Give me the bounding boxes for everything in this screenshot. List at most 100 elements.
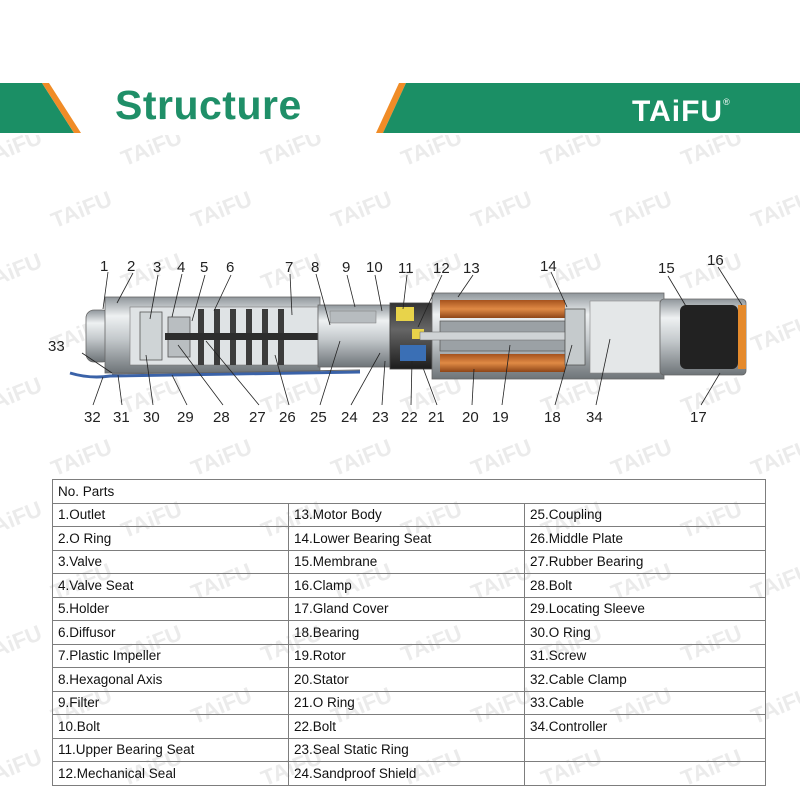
part-cell: 10.Bolt bbox=[52, 714, 289, 739]
part-cell bbox=[524, 737, 766, 762]
header-banner bbox=[0, 83, 800, 133]
part-cell bbox=[524, 761, 766, 786]
clamp bbox=[738, 305, 746, 369]
leader-lines bbox=[81, 266, 743, 406]
part-cell: 16.Clamp bbox=[288, 573, 525, 598]
membrane bbox=[680, 305, 738, 369]
seal-ring bbox=[400, 345, 426, 361]
part-cell: 3.Valve bbox=[52, 549, 289, 574]
part-cell: 32.Cable Clamp bbox=[524, 667, 766, 692]
watermark-logo: TAiFU bbox=[47, 186, 116, 233]
callout-14: 14 bbox=[540, 258, 557, 275]
part-cell: 18.Bearing bbox=[288, 620, 525, 645]
callout-12: 12 bbox=[433, 260, 450, 277]
part-cell: 13.Motor Body bbox=[288, 502, 525, 527]
callout-22: 22 bbox=[401, 409, 418, 426]
part-cell: 14.Lower Bearing Seat bbox=[288, 526, 525, 551]
page-title: Structure bbox=[115, 82, 302, 128]
filter-mesh bbox=[329, 310, 377, 324]
part-cell: 17.Gland Cover bbox=[288, 596, 525, 621]
table-header-row: No. Parts bbox=[52, 479, 766, 504]
watermark-logo: TAiFU bbox=[607, 186, 676, 233]
watermark-logo: TAiFU bbox=[677, 135, 746, 171]
watermark-logo: TAiFU bbox=[0, 620, 46, 667]
hexagonal-axis bbox=[165, 333, 365, 340]
watermark-logo: TAiFU bbox=[0, 135, 46, 171]
watermark-logo: TAiFU bbox=[327, 434, 396, 481]
part-cell: 23.Seal Static Ring bbox=[288, 737, 525, 762]
part-cell: 19.Rotor bbox=[288, 643, 525, 668]
callout-34: 34 bbox=[586, 409, 603, 426]
callout-15: 15 bbox=[658, 260, 675, 277]
callout-11: 11 bbox=[398, 260, 414, 277]
part-cell: 22.Bolt bbox=[288, 714, 525, 739]
callout-5: 5 bbox=[200, 259, 208, 276]
part-cell: 26.Middle Plate bbox=[524, 526, 766, 551]
banner-middle-orange bbox=[376, 83, 406, 133]
watermark-logo: TAiFU bbox=[187, 186, 256, 233]
callout-9: 9 bbox=[342, 259, 350, 276]
upper-bearing-seat bbox=[396, 307, 414, 321]
callout-33: 33 bbox=[48, 338, 65, 355]
callout-28: 28 bbox=[213, 409, 230, 426]
callout-1: 1 bbox=[100, 258, 108, 275]
callout-7: 7 bbox=[285, 259, 293, 276]
motor-shaft bbox=[419, 331, 583, 341]
part-cell: 11.Upper Bearing Seat bbox=[52, 737, 289, 762]
part-cell: 15.Membrane bbox=[288, 549, 525, 574]
brand-name: TAiFU bbox=[632, 95, 724, 128]
part-cell: 12.Mechanical Seal bbox=[52, 761, 289, 786]
watermark-logo: TAiFU bbox=[257, 135, 326, 171]
part-cell: 5.Holder bbox=[52, 596, 289, 621]
stator-bottom bbox=[440, 354, 565, 372]
callout-32: 32 bbox=[84, 409, 101, 426]
banner-right-green bbox=[383, 83, 800, 133]
callout-23: 23 bbox=[372, 409, 389, 426]
callout-20: 20 bbox=[462, 409, 479, 426]
callout-26: 26 bbox=[279, 409, 296, 426]
lower-bearing-seat bbox=[564, 308, 586, 366]
banner-left-green bbox=[0, 83, 74, 133]
watermark-logo: TAiFU bbox=[117, 135, 186, 171]
part-cell: 25.Coupling bbox=[524, 502, 766, 527]
watermark-logo: TAiFU bbox=[467, 434, 536, 481]
part-cell: 33.Cable bbox=[524, 690, 766, 715]
part-cell: 29.Locating Sleeve bbox=[524, 596, 766, 621]
cable-sleeve bbox=[111, 369, 361, 375]
part-cell: 2.O Ring bbox=[52, 526, 289, 551]
watermark-logo: TAiFU bbox=[467, 186, 536, 233]
callout-3: 3 bbox=[153, 259, 161, 276]
callout-4: 4 bbox=[177, 259, 185, 276]
part-cell: 9.Filter bbox=[52, 690, 289, 715]
watermark-logo: TAiFU bbox=[47, 434, 116, 481]
watermark-logo: TAiFU bbox=[187, 434, 256, 481]
table-header-cell: No. Parts bbox=[52, 479, 766, 504]
seal-bolt bbox=[412, 329, 424, 339]
part-cell: 27.Rubber Bearing bbox=[524, 549, 766, 574]
part-cell: 8.Hexagonal Axis bbox=[52, 667, 289, 692]
part-cell: 21.O Ring bbox=[288, 690, 525, 715]
cable bbox=[69, 370, 361, 379]
watermark-logo: TAiFU bbox=[607, 434, 676, 481]
controller bbox=[589, 300, 661, 374]
trademark-symbol: ® bbox=[723, 97, 731, 107]
callout-8: 8 bbox=[311, 259, 319, 276]
watermark-logo: TAiFU bbox=[0, 744, 46, 791]
part-cell: 30.O Ring bbox=[524, 620, 766, 645]
callout-18: 18 bbox=[544, 409, 561, 426]
part-cell: 6.Diffusor bbox=[52, 620, 289, 645]
part-cell: 1.Outlet bbox=[52, 502, 289, 527]
callout-6: 6 bbox=[226, 259, 234, 276]
callout-17: 17 bbox=[690, 409, 707, 426]
